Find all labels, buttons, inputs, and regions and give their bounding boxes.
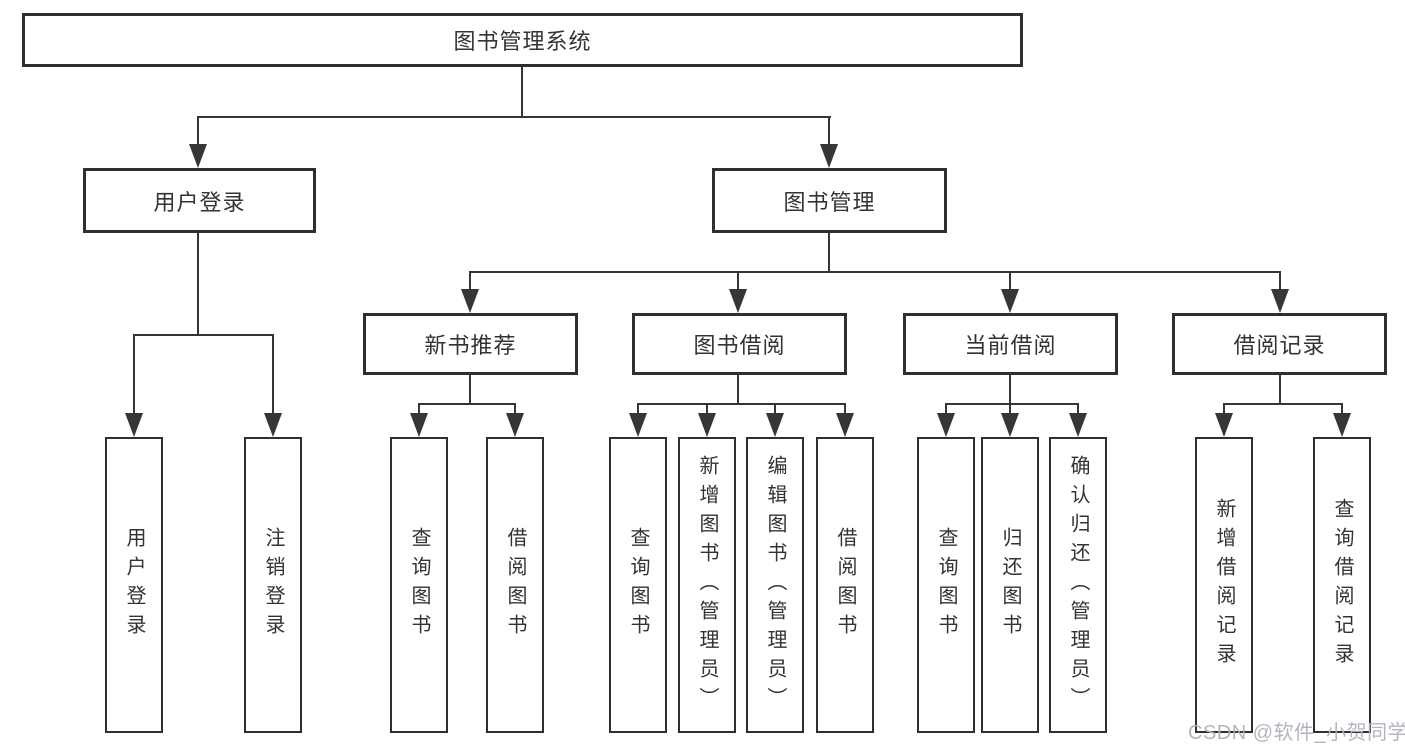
connector-drop-bw-borrow [844,403,846,417]
connector-drop-borrowing [737,271,739,293]
arrowhead-cur-return [1001,413,1019,437]
node-current-borrowing-label: 当前借阅 [964,333,1057,358]
leaf-newbook-query-books-label: 查询图书 [408,527,430,643]
leaf-borrow-borrow-books-label: 借阅图书 [834,527,856,643]
connector-root-rail [197,116,831,118]
connector-records-stem [1279,375,1281,405]
connector-drop-cur-return [1009,403,1011,417]
connector-level3-rail [469,271,1281,273]
arrowhead-rec-query [1333,413,1351,437]
arrowhead-nb-query [410,413,428,437]
leaf-newbook-borrow-books-label: 借阅图书 [504,527,526,643]
leaf-records-add-record: 新增借阅记录 [1195,437,1253,733]
connector-drop-bw-query [637,403,639,417]
arrowhead-current [1001,289,1019,313]
leaf-records-add-record-label: 新增借阅记录 [1213,498,1235,672]
connector-drop-logout [272,334,274,416]
arrowhead-bw-borrow [836,413,854,437]
arrowhead-login [125,413,143,437]
leaf-newbook-borrow-books: 借阅图书 [486,437,544,733]
node-user-login: 用户登录 [83,168,316,233]
connector-userlogin-rail [133,334,274,336]
leaf-borrow-query-books-label: 查询图书 [627,527,649,643]
connector-current-stem [1009,375,1011,405]
arrowhead-bw-add [698,413,716,437]
node-root-label: 图书管理系统 [453,29,592,54]
arrowhead-borrowing [729,289,747,313]
arrowhead-rec-add [1215,413,1233,437]
leaf-current-return-books-label: 归还图书 [999,527,1021,643]
leaf-logout-label: 注销登录 [262,527,284,643]
connector-drop-cur-confirm [1077,403,1079,417]
connector-current-rail [945,403,1079,405]
connector-drop-user-login [197,116,199,148]
connector-drop-book-mgmt [828,116,830,148]
node-new-book-recommend-label: 新书推荐 [424,333,517,358]
leaf-newbook-query-books: 查询图书 [390,437,448,733]
leaf-records-query-record-label: 查询借阅记录 [1331,498,1353,672]
connector-borrowing-stem [737,375,739,405]
leaf-borrow-add-books-admin-label: 新增图书（管理员） [696,454,718,716]
leaf-borrow-edit-books-admin-label: 编辑图书（管理员） [764,454,786,716]
leaf-borrow-add-books-admin: 新增图书（管理员） [678,437,736,733]
arrowhead-cur-confirm [1069,413,1087,437]
connector-drop-records [1279,271,1281,293]
connector-drop-login [133,334,135,416]
connector-root-stem [521,67,523,118]
leaf-user-login-label: 用户登录 [123,527,145,643]
connector-drop-bw-edit [774,403,776,417]
node-book-management-label: 图书管理 [783,189,876,215]
node-borrowing-records-label: 借阅记录 [1233,333,1326,358]
connector-newbooks-rail [418,403,516,405]
arrowhead-cur-query [937,413,955,437]
node-root: 图书管理系统 [22,13,1023,67]
leaf-current-confirm-return-admin-label: 确认归还（管理员） [1067,454,1089,716]
arrowhead-bw-edit [766,413,784,437]
arrowhead-new-books [461,289,479,313]
leaf-borrow-borrow-books: 借阅图书 [816,437,874,733]
arrowhead-nb-borrow [506,413,524,437]
csdn-watermark: CSDN @软件_小贺同学 [1188,722,1405,744]
connector-newbooks-stem [469,375,471,405]
arrowhead-logout [264,413,282,437]
node-book-borrowing-label: 图书借阅 [693,333,786,358]
connector-records-rail [1223,403,1343,405]
arrowhead-bw-query [629,413,647,437]
connector-userlogin-stem [197,233,199,336]
arrowhead-book-mgmt [820,144,838,168]
node-current-borrowing: 当前借阅 [903,313,1118,375]
connector-drop-nb-borrow [514,403,516,417]
node-book-borrowing: 图书借阅 [632,313,847,375]
arrowhead-user-login [189,144,207,168]
connector-drop-rec-query [1341,403,1343,417]
leaf-current-query-books-label: 查询图书 [935,527,957,643]
connector-borrowing-rail [637,403,846,405]
leaf-current-confirm-return-admin: 确认归还（管理员） [1049,437,1107,733]
leaf-current-return-books: 归还图书 [981,437,1039,733]
leaf-records-query-record: 查询借阅记录 [1313,437,1371,733]
connector-drop-new-books [469,271,471,293]
connector-bookmgmt-stem [828,233,830,273]
connector-drop-rec-add [1223,403,1225,417]
leaf-user-login: 用户登录 [105,437,163,733]
leaf-logout: 注销登录 [244,437,302,733]
leaf-borrow-query-books: 查询图书 [609,437,667,733]
arrowhead-records [1271,289,1289,313]
connector-drop-cur-query [945,403,947,417]
node-borrowing-records: 借阅记录 [1172,313,1387,375]
node-book-management: 图书管理 [712,168,947,233]
node-new-book-recommend: 新书推荐 [363,313,578,375]
connector-drop-nb-query [418,403,420,417]
leaf-current-query-books: 查询图书 [917,437,975,733]
leaf-borrow-edit-books-admin: 编辑图书（管理员） [746,437,804,733]
connector-drop-bw-add [706,403,708,417]
node-user-login-label: 用户登录 [153,189,246,215]
connector-drop-current [1009,271,1011,293]
